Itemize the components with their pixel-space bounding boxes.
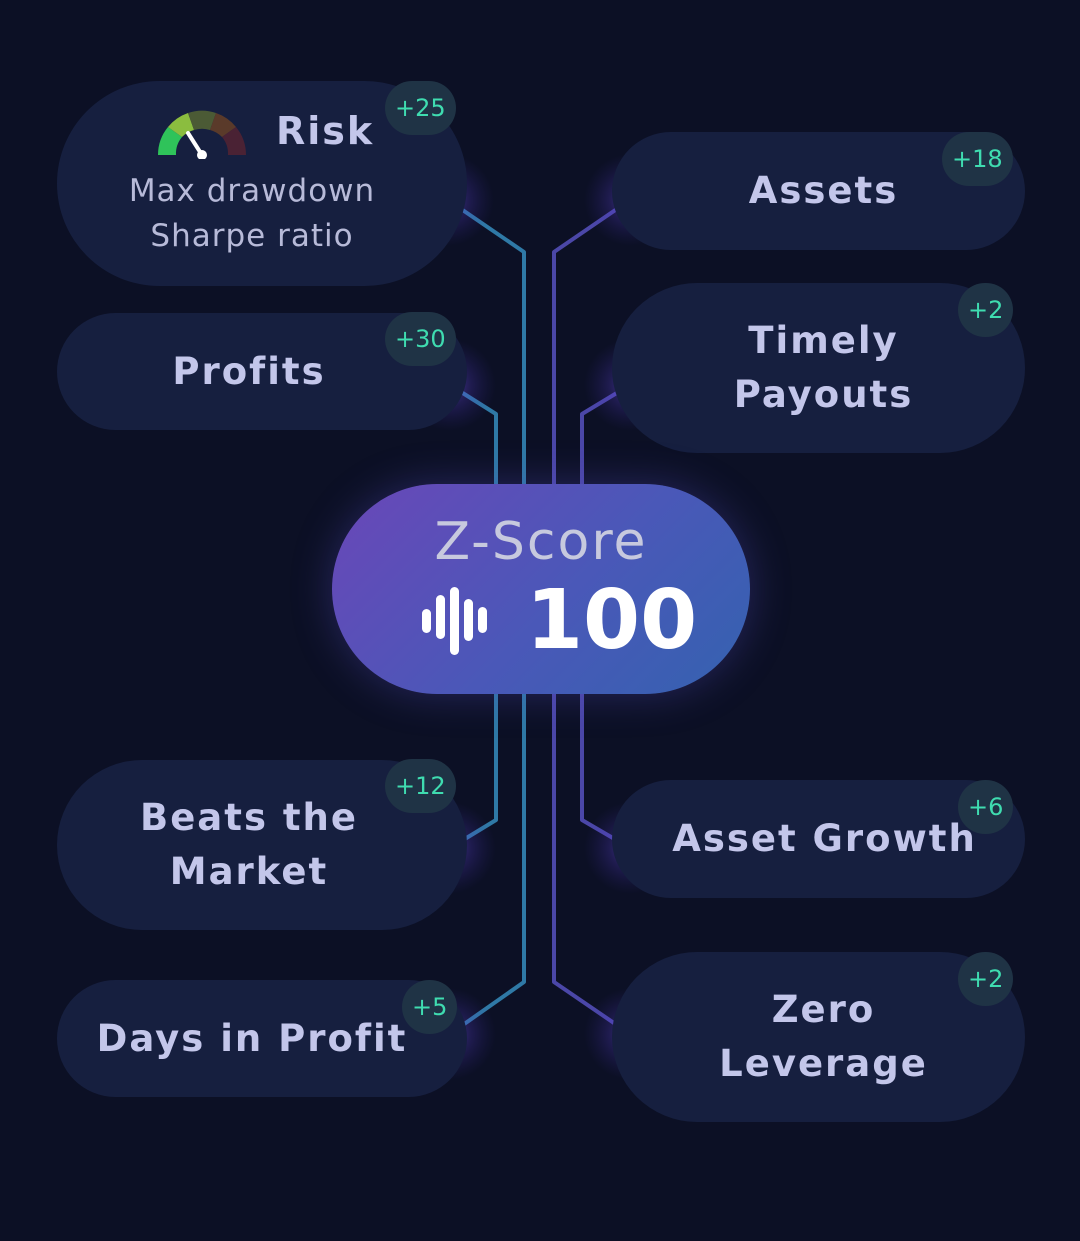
risk-max-drawdown: Max drawdown xyxy=(128,173,376,209)
zscore-card: Z-Score 100 xyxy=(332,484,750,694)
risk-title: Risk xyxy=(276,109,375,153)
beats-market-label: Beats the Market xyxy=(140,796,358,893)
risk-badge: +25 xyxy=(385,81,456,135)
gauge-icon xyxy=(157,110,247,159)
days-in-profit-label: Days in Profit xyxy=(96,1016,408,1060)
zero-leverage-badge: +2 xyxy=(958,952,1014,1006)
asset-growth-badge: +6 xyxy=(958,780,1014,834)
beats-market-badge: +12 xyxy=(385,759,456,813)
profits-badge: +30 xyxy=(385,312,456,366)
zero-leverage-label: Zero Leverage xyxy=(719,988,928,1085)
zscore-value: 100 xyxy=(526,573,698,668)
risk-sharpe-ratio: Sharpe ratio xyxy=(150,218,354,254)
days-in-profit-card: Days in Profit xyxy=(57,980,467,1097)
timely-payouts-badge: +2 xyxy=(958,283,1014,337)
asset-growth-card: Asset Growth xyxy=(612,780,1025,898)
waveform-icon xyxy=(422,587,487,655)
assets-label: Assets xyxy=(748,169,899,212)
zscore-title: Z-Score xyxy=(434,512,648,572)
days-in-profit-badge: +5 xyxy=(402,980,458,1034)
profits-label: Profits xyxy=(172,349,326,393)
timely-payouts-card: Timely Payouts xyxy=(612,283,1025,453)
timely-payouts-label: Timely Payouts xyxy=(733,319,914,416)
zero-leverage-card: Zero Leverage xyxy=(612,952,1025,1122)
asset-growth-label: Asset Growth xyxy=(672,817,977,860)
assets-badge: +18 xyxy=(942,132,1013,186)
